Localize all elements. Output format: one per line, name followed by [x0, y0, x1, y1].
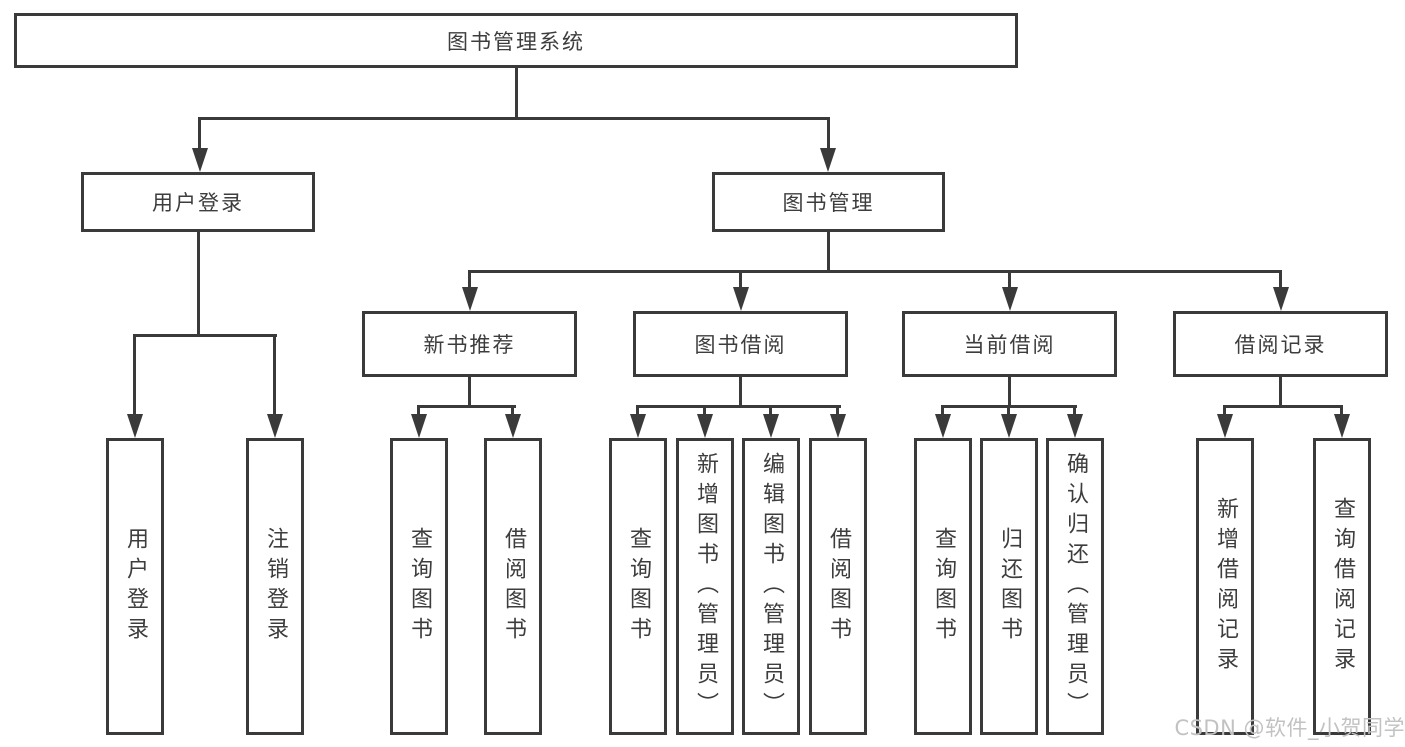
connector-arrow-new-book	[462, 287, 478, 311]
connector-borrowing-drop-3	[769, 405, 772, 418]
leaf-user-login: 用户登录	[106, 438, 164, 735]
leaf-query-books-borrow-label: 查询图书	[626, 526, 651, 647]
connector-arrow-query-current	[935, 414, 951, 438]
node-new-book-recommendation: 新书推荐	[362, 311, 577, 377]
leaf-query-books-current: 查询图书	[914, 438, 972, 735]
connector-root-stem	[515, 68, 518, 118]
connector-user-drop-2	[273, 334, 276, 417]
connector-user-drop-1	[133, 334, 136, 417]
connector-mgmt-stem	[827, 232, 830, 273]
csdn-watermark: CSDN @软件_小贺同学	[1174, 716, 1405, 740]
leaf-add-borrow-record: 新增借阅记录	[1196, 438, 1254, 735]
node-book-management-label: 图书管理	[782, 191, 875, 215]
leaf-query-books-borrow: 查询图书	[609, 438, 667, 735]
leaf-edit-books-admin: 编辑图书（管理员）	[742, 438, 800, 735]
connector-book-management-drop	[827, 117, 830, 151]
connector-mgmt-drop-4	[1279, 270, 1282, 290]
connector-arrow-book-borrowing	[733, 287, 749, 311]
connector-arrow-user-login	[192, 148, 208, 172]
leaf-return-books-label: 归还图书	[997, 526, 1022, 647]
leaf-borrow-books-recommend: 借阅图书	[484, 438, 542, 735]
connector-recommend-drop-2	[511, 405, 514, 418]
connector-records-drop-1	[1223, 405, 1226, 418]
connector-user-bar	[133, 334, 277, 337]
connector-borrowing-drop-4	[836, 405, 839, 418]
leaf-add-books-admin-label: 新增图书（管理员）	[693, 451, 718, 722]
connector-borrowing-drop-2	[703, 405, 706, 418]
connector-user-login-drop	[198, 117, 201, 151]
connector-root-bar	[198, 117, 830, 120]
connector-mgmt-drop-2	[739, 270, 742, 290]
connector-current-drop-2	[1007, 405, 1010, 418]
node-current-borrowing: 当前借阅	[902, 311, 1117, 377]
connector-current-stem	[1008, 377, 1011, 408]
leaf-query-books-recommend-label: 查询图书	[407, 526, 432, 647]
leaf-borrow-books-label: 借阅图书	[826, 526, 851, 647]
leaf-borrow-books-recommend-label: 借阅图书	[501, 526, 526, 647]
leaf-edit-books-admin-label: 编辑图书（管理员）	[759, 451, 784, 722]
leaf-borrow-books: 借阅图书	[809, 438, 867, 735]
connector-user-stem	[197, 231, 200, 337]
connector-arrow-current-borrowing	[1002, 287, 1018, 311]
leaf-add-books-admin: 新增图书（管理员）	[676, 438, 734, 735]
connector-mgmt-bar	[468, 270, 1282, 273]
node-new-book-recommendation-label: 新书推荐	[423, 333, 516, 357]
connector-arrow-add-record	[1217, 414, 1233, 438]
connector-borrowing-drop-1	[636, 405, 639, 418]
connector-arrow-add-books	[697, 414, 713, 438]
node-current-borrowing-label: 当前借阅	[963, 333, 1056, 357]
connector-recommend-stem	[468, 377, 471, 408]
connector-records-stem	[1279, 377, 1282, 408]
connector-borrowing-bar	[636, 405, 841, 408]
connector-mgmt-drop-1	[468, 270, 471, 290]
node-book-management: 图书管理	[712, 172, 945, 232]
connector-mgmt-drop-3	[1008, 270, 1011, 290]
connector-arrow-return-books	[1001, 414, 1017, 438]
connector-arrow-leaf-user-login	[127, 414, 143, 438]
connector-arrow-borrow-recommend	[505, 414, 521, 438]
leaf-query-books-current-label: 查询图书	[931, 526, 956, 647]
connector-borrowing-stem	[739, 377, 742, 408]
connector-arrow-query-recommend	[411, 414, 427, 438]
connector-recommend-bar	[417, 405, 516, 408]
connector-arrow-edit-books	[763, 414, 779, 438]
node-book-borrowing: 图书借阅	[633, 311, 848, 377]
leaf-query-books-recommend: 查询图书	[390, 438, 448, 735]
node-user-login-label: 用户登录	[152, 191, 244, 215]
node-book-borrowing-label: 图书借阅	[694, 333, 787, 357]
connector-records-drop-2	[1340, 405, 1343, 418]
connector-current-drop-1	[941, 405, 944, 418]
connector-arrow-query-record	[1334, 414, 1350, 438]
node-borrowing-records: 借阅记录	[1173, 311, 1388, 377]
leaf-query-borrow-record-label: 查询借阅记录	[1330, 496, 1355, 677]
leaf-return-books: 归还图书	[980, 438, 1038, 735]
connector-arrow-confirm-return	[1067, 414, 1083, 438]
leaf-confirm-return-admin-label: 确认归还（管理员）	[1063, 451, 1088, 722]
node-library-system-label: 图书管理系统	[447, 29, 585, 54]
leaf-user-login-label: 用户登录	[123, 526, 148, 647]
leaf-add-borrow-record-label: 新增借阅记录	[1213, 496, 1238, 677]
node-borrowing-records-label: 借阅记录	[1234, 333, 1327, 357]
node-user-login: 用户登录	[81, 172, 315, 232]
connector-arrow-borrowing-records	[1273, 287, 1289, 311]
connector-arrow-query-borrow	[630, 414, 646, 438]
node-library-system: 图书管理系统	[14, 13, 1018, 68]
connector-records-bar	[1223, 405, 1343, 408]
connector-arrow-leaf-logout	[267, 414, 283, 438]
leaf-logout-login: 注销登录	[246, 438, 304, 735]
leaf-query-borrow-record: 查询借阅记录	[1313, 438, 1371, 735]
leaf-logout-login-label: 注销登录	[263, 526, 288, 647]
connector-recommend-drop-1	[417, 405, 420, 418]
leaf-confirm-return-admin: 确认归还（管理员）	[1046, 438, 1104, 735]
connector-arrow-book-management	[820, 148, 836, 172]
connector-current-drop-3	[1073, 405, 1076, 418]
connector-arrow-borrow-books	[830, 414, 846, 438]
